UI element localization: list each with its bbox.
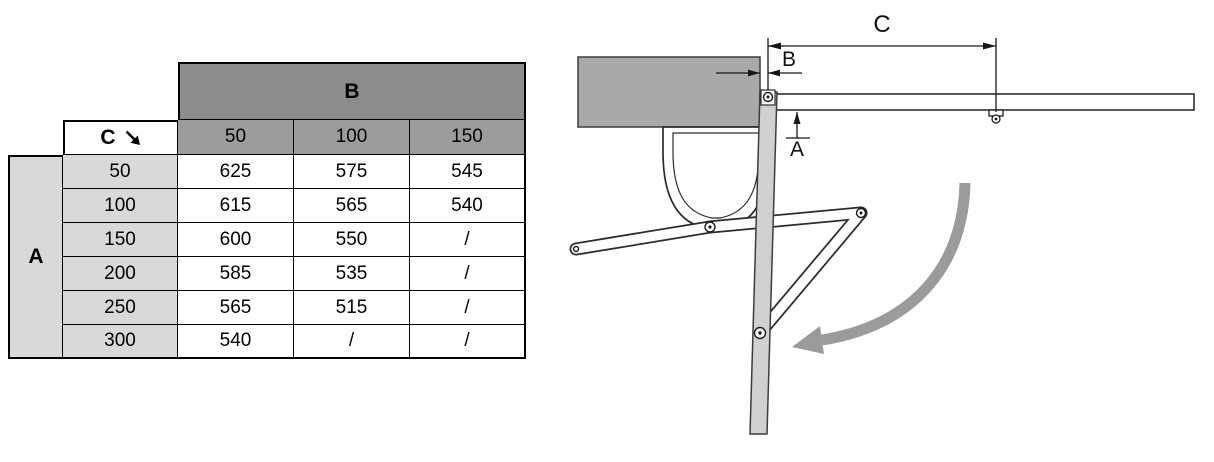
operator-motor [662,126,770,230]
swing-arrow [792,182,971,354]
table-col-group-header: B [178,62,526,120]
col-header-100: 100 [294,120,410,155]
table-cell: 515 [294,291,410,325]
row-label: 200 [63,257,178,291]
dimension-c-label: C [873,11,890,38]
table-cell: 535 [294,257,410,291]
corner-label: C [100,126,116,149]
row-label: 300 [63,325,178,359]
table-cell: 565 [178,291,294,325]
table-cell: 575 [294,155,410,189]
table-cell: / [410,325,526,359]
gate-leaf-closed [765,93,1195,111]
table-cell: / [410,223,526,257]
row-label: 100 [63,189,178,223]
row-label: 250 [63,291,178,325]
table-cell: 540 [410,189,526,223]
dimension-table: B C 50 100 150 A 50 625 575 545 100 615 … [8,62,526,359]
hinge-joint [760,89,776,106]
row-label: 150 [63,223,178,257]
col-header-150: 150 [410,120,526,155]
dimension-b-label: B [782,48,796,71]
col-header-50: 50 [178,120,294,155]
diagonal-arrow-icon [125,130,140,145]
table-cell: 625 [178,155,294,189]
dimension-a [786,112,810,139]
dimension-a-label: A [790,138,804,161]
table-cell: 600 [178,223,294,257]
table-row-group-header: A [8,155,63,359]
arm-joints [572,207,867,340]
dimension-b [716,69,802,77]
row-label: 50 [63,155,178,189]
table-cell: 545 [410,155,526,189]
arm-end-joint [572,245,580,253]
table-corner-cell: C [63,120,178,155]
table-cell: 550 [294,223,410,257]
table-cell: / [294,325,410,359]
wall [577,56,761,128]
table-cell: 540 [178,325,294,359]
articulated-arm [569,206,868,340]
gate-bracket [988,109,1004,124]
table-cell: 565 [294,189,410,223]
gate-opener-diagram: C B A [560,0,1210,462]
table-cell: 585 [178,257,294,291]
table-cell: 615 [178,189,294,223]
table-cell: / [410,257,526,291]
dimension-c [767,38,997,112]
table-cell: / [410,291,526,325]
